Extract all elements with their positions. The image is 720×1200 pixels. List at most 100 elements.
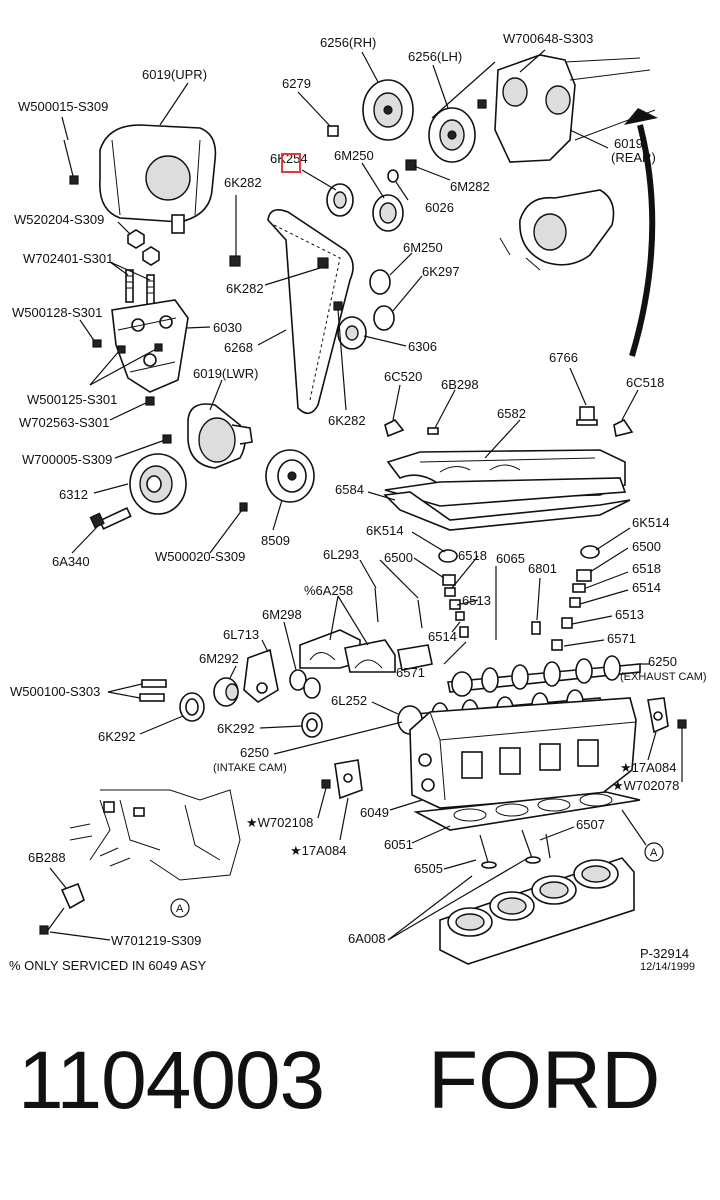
bolts-6l293 [374,587,423,629]
label-6l252: 6L252 [331,693,367,708]
label-w520204-s309: W520204-S309 [14,212,104,227]
engine-mount-bracket [111,299,189,393]
label-6k514-left: 6K514 [366,523,404,538]
water-pump-pulley [265,449,315,503]
label-drawing-date: 12/14/1999 [640,961,695,973]
valve-6505 [479,834,497,869]
seal-6m298 [289,669,321,699]
label-6k282-top: 6K282 [224,175,262,190]
label-6279: 6279 [282,76,311,91]
label-6250-intake: 6250 [240,745,269,760]
valve-cover-gasket [383,491,631,531]
engine-exploded-diagram: 6256(RH) 6256(LH) W700648-S303 6019(UPR)… [9,31,707,973]
label-w700648-s303: W700648-S303 [503,31,593,46]
footnote: % ONLY SERVICED IN 6049 ASY [9,958,207,973]
label-w702108: ★W702108 [246,815,313,830]
label-6513-left: 6513 [462,593,491,608]
timing-belt [267,209,354,415]
label-6256lh: 6256(LH) [408,49,462,64]
label-17a084-right: ★17A084 [620,760,676,775]
label-6m292: 6M292 [199,651,239,666]
crank-sprocket [129,453,187,515]
label-w500125-s301: W500125-S301 [27,392,117,407]
label-6k282-mid: 6K282 [226,281,264,296]
label-6514-left: 6514 [428,629,457,644]
label-6306: 6306 [408,339,437,354]
label-6k514-right: 6K514 [632,515,670,530]
label-6l293: 6L293 [323,547,359,562]
grommet-6c518 [613,418,634,437]
spacer-6m292 [213,677,239,707]
label-6m250-top: 6M250 [334,148,374,163]
cylinder-block [439,857,635,965]
part-labels: 6256(RH) 6256(LH) W700648-S303 6019(UPR)… [9,31,707,973]
brand-name: FORD [428,1035,661,1126]
bolt-w702078 [677,719,687,782]
inset-detail [39,789,241,935]
head-gasket [413,791,641,831]
label-6019upr: 6019(UPR) [142,67,207,82]
label-6c520: 6C520 [384,369,422,384]
arrow-head [624,108,658,125]
label-6m282: 6M282 [450,179,490,194]
label-w500020-s309: W500020-S309 [155,549,245,564]
label-6312: 6312 [59,487,88,502]
label-6518-left: 6518 [458,548,487,563]
cylinder-head [409,697,637,809]
label-callout-a-left: A [176,903,184,915]
seal-6b298 [427,427,439,435]
label-w701219-s309: W701219-S309 [111,933,201,948]
label-6049: 6049 [360,805,389,820]
label-6505: 6505 [414,861,443,876]
label-w702078: ★W702078 [612,778,679,793]
seal-6k292-right [301,712,323,738]
part-number: 1104003 [18,1035,325,1126]
label-6019lwr: 6019(LWR) [193,366,259,381]
label-6l713: 6L713 [223,627,259,642]
tensioner-pulley-6m250 [372,194,404,232]
label-6a340: 6A340 [52,554,90,569]
bolt-w500015 [63,139,79,185]
label-w500100-s303: W500100-S303 [10,684,100,699]
label-6582: 6582 [497,406,526,421]
seal-6k292-left [179,692,205,722]
label-6b298: 6B298 [441,377,479,392]
label-w500128-s301: W500128-S301 [12,305,102,320]
idler-pulley-6m250b [369,269,395,331]
bolts-w500100 [139,679,167,702]
label-6026: 6026 [425,200,454,215]
label-6b288: 6B288 [28,850,66,865]
label-6801: 6801 [528,561,557,576]
selection-highlight-box[interactable] [281,153,301,173]
idler-pulley-6k254 [326,183,354,217]
label-6k282-low: 6K282 [328,413,366,428]
callout-a-right [644,842,664,862]
label-17a084-left: ★17A084 [290,843,346,858]
cam-position-sensor-6l713 [243,648,279,703]
label-6c518: 6C518 [626,375,664,390]
label-6571-right: 6571 [607,631,636,646]
label-6065: 6065 [496,551,525,566]
label-6513-right: 6513 [615,607,644,622]
cam-caps [299,629,433,673]
lower-timing-cover [187,403,253,469]
cam-sprocket-rh [362,79,414,141]
label-6019-rear: 6019 [614,136,643,151]
label-w500015-s309: W500015-S309 [18,99,108,114]
crank-bolt-6a340 [89,506,132,530]
label-w702401-s301: W702401-S301 [23,251,113,266]
bucket-tappet-right [551,545,600,651]
exhaust-camshaft [447,655,641,697]
label-w700005-s309: W700005-S309 [22,452,112,467]
label-6507: 6507 [576,817,605,832]
label-p-32914: P-32914 [640,946,689,961]
cam-sprocket-lh [428,107,476,163]
grommet-6c520 [384,418,405,438]
label-6a008: 6A008 [348,931,386,946]
bracket-17a084-left [334,759,363,800]
crank-gear-6306 [337,316,367,350]
label-6k297: 6K297 [422,264,460,279]
valve-6507 [521,829,551,864]
label-6518-right: 6518 [632,561,661,576]
label-8509: 8509 [261,533,290,548]
